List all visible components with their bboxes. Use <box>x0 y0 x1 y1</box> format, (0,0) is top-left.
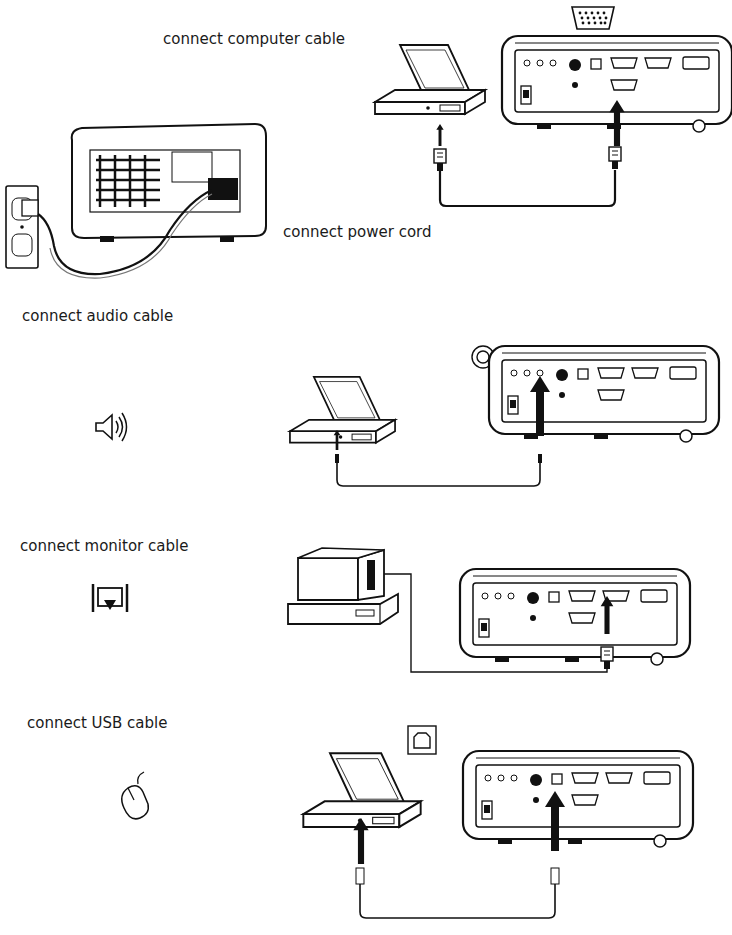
projector-rear <box>460 569 690 665</box>
step-caption: connect power cord <box>283 223 432 241</box>
usb-plug <box>356 868 364 884</box>
projector-rear <box>489 346 719 442</box>
cable-plug <box>601 647 613 669</box>
projector-rear <box>463 751 693 847</box>
projector-side <box>72 124 266 242</box>
direction-arrow <box>545 791 565 851</box>
laptop-drawing <box>290 377 395 443</box>
power-cord <box>38 190 212 274</box>
wall-outlet <box>6 186 38 268</box>
step-caption: connect monitor cable <box>20 537 188 555</box>
speaker-icon <box>96 413 127 441</box>
step-caption: connect USB cable <box>27 714 167 732</box>
audio-cable <box>337 462 540 486</box>
step-caption: connect computer cable <box>163 30 345 48</box>
direction-arrow <box>436 124 443 146</box>
direction-arrow <box>530 376 550 436</box>
mouse-icon <box>122 772 149 819</box>
audio-plug <box>335 454 339 463</box>
audio-plug <box>538 454 542 463</box>
vga-port-icon <box>572 7 614 29</box>
vga-cable <box>440 170 615 206</box>
cable-plug <box>434 149 446 171</box>
cable-plug <box>609 147 621 169</box>
monitor-cable <box>384 574 607 672</box>
direction-arrow <box>334 430 341 450</box>
usb-port-icon <box>408 726 436 754</box>
laptop-drawing <box>375 45 485 114</box>
usb-plug <box>551 868 559 884</box>
desktop-monitor <box>288 548 398 624</box>
direction-arrow <box>601 596 614 634</box>
monitor-cycle-icon <box>93 584 127 612</box>
step-caption: connect audio cable <box>22 307 173 325</box>
power-cord <box>50 194 212 278</box>
laptop-drawing <box>303 753 420 827</box>
usb-cable <box>360 884 555 918</box>
direction-arrow <box>353 818 368 864</box>
direction-arrow <box>609 100 624 146</box>
